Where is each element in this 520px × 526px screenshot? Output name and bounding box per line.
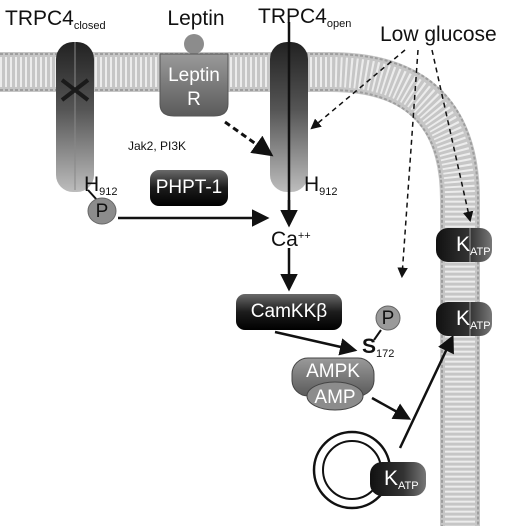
katp-vesicle-sub: ATP	[398, 480, 419, 492]
camkkb-label: CamKKβ	[250, 301, 328, 322]
arrow-leptin-to-channel	[224, 120, 274, 157]
katp-vesicle	[312, 430, 426, 510]
p-ampk-label: P	[381, 308, 395, 329]
ca-superscript: ++	[297, 230, 311, 242]
amp-molecule	[306, 381, 364, 411]
leptin-receptor	[159, 53, 229, 117]
trpc4-open-main-text: TRPC4	[258, 5, 327, 28]
katp-vesicle-main: K	[384, 467, 399, 490]
katp-channel-upper	[436, 228, 492, 262]
trpc4-open-channel	[270, 22, 308, 210]
katp-lower-label: KATP	[456, 308, 491, 332]
phpt1-label: PHPT-1	[155, 177, 223, 198]
katp-vesicle-label: KATP	[384, 468, 419, 492]
trpc4-closed-main-text: TRPC4	[5, 7, 74, 30]
trpc4-closed-subscript: closed	[73, 20, 106, 32]
trpc4-open-label: TRPC4open	[258, 6, 351, 30]
leptin-label: Leptin	[167, 7, 225, 30]
phospho-p-ampk	[375, 305, 401, 331]
h912-closed-label: H912	[84, 174, 118, 198]
s172-label: S172	[362, 336, 394, 360]
amp-label: AMP	[314, 387, 356, 408]
trpc4-open-subscript: open	[326, 18, 352, 30]
katp-lower-main: K	[456, 307, 471, 330]
p-closed-label: P	[95, 201, 109, 222]
h912-closed-main: H	[84, 173, 100, 196]
s172-sub: 172	[376, 348, 395, 360]
s172-bond	[373, 329, 382, 341]
phospho-p-closed	[87, 197, 117, 225]
katp-upper-label: KATP	[456, 234, 491, 258]
phpt1-box	[150, 170, 228, 206]
arrow-lowglucose-to-katp	[431, 49, 474, 223]
camkkb-box	[236, 294, 342, 330]
katp-channel-lower	[436, 302, 492, 336]
leptin-ligand	[184, 34, 204, 54]
h912-open-sub: 912	[319, 186, 338, 198]
jak2-pi3k-label: Jak2, PI3K	[128, 139, 187, 153]
ca-main: Ca	[271, 228, 298, 251]
trpc4-closed-channel	[56, 42, 94, 192]
ca-label: Ca++	[271, 229, 311, 250]
trpc4-closed-label: TRPC4closed	[5, 8, 106, 32]
h912-closed-bond	[87, 189, 98, 201]
ampk-label: AMPK	[306, 361, 360, 382]
katp-lower-sub: ATP	[470, 320, 491, 332]
leptin-r-line2: R	[187, 89, 201, 110]
katp-upper-sub: ATP	[470, 246, 491, 258]
h912-closed-sub: 912	[99, 186, 118, 198]
arrow-camkk-to-ampk	[274, 330, 358, 356]
s172-main: S	[362, 335, 377, 358]
h912-open-main: H	[304, 173, 320, 196]
arrow-vesicle-to-membrane	[398, 334, 454, 449]
arrow-ampk-to-vesicle	[371, 396, 412, 420]
leptin-r-line1: Leptin	[168, 65, 220, 86]
low-glucose-label: Low glucose	[380, 23, 497, 46]
arrow-lowglucose-to-channel	[310, 49, 406, 130]
h912-open-label: H912	[304, 174, 338, 198]
arrow-lowglucose-to-ampk	[397, 49, 419, 279]
katp-upper-main: K	[456, 233, 471, 256]
